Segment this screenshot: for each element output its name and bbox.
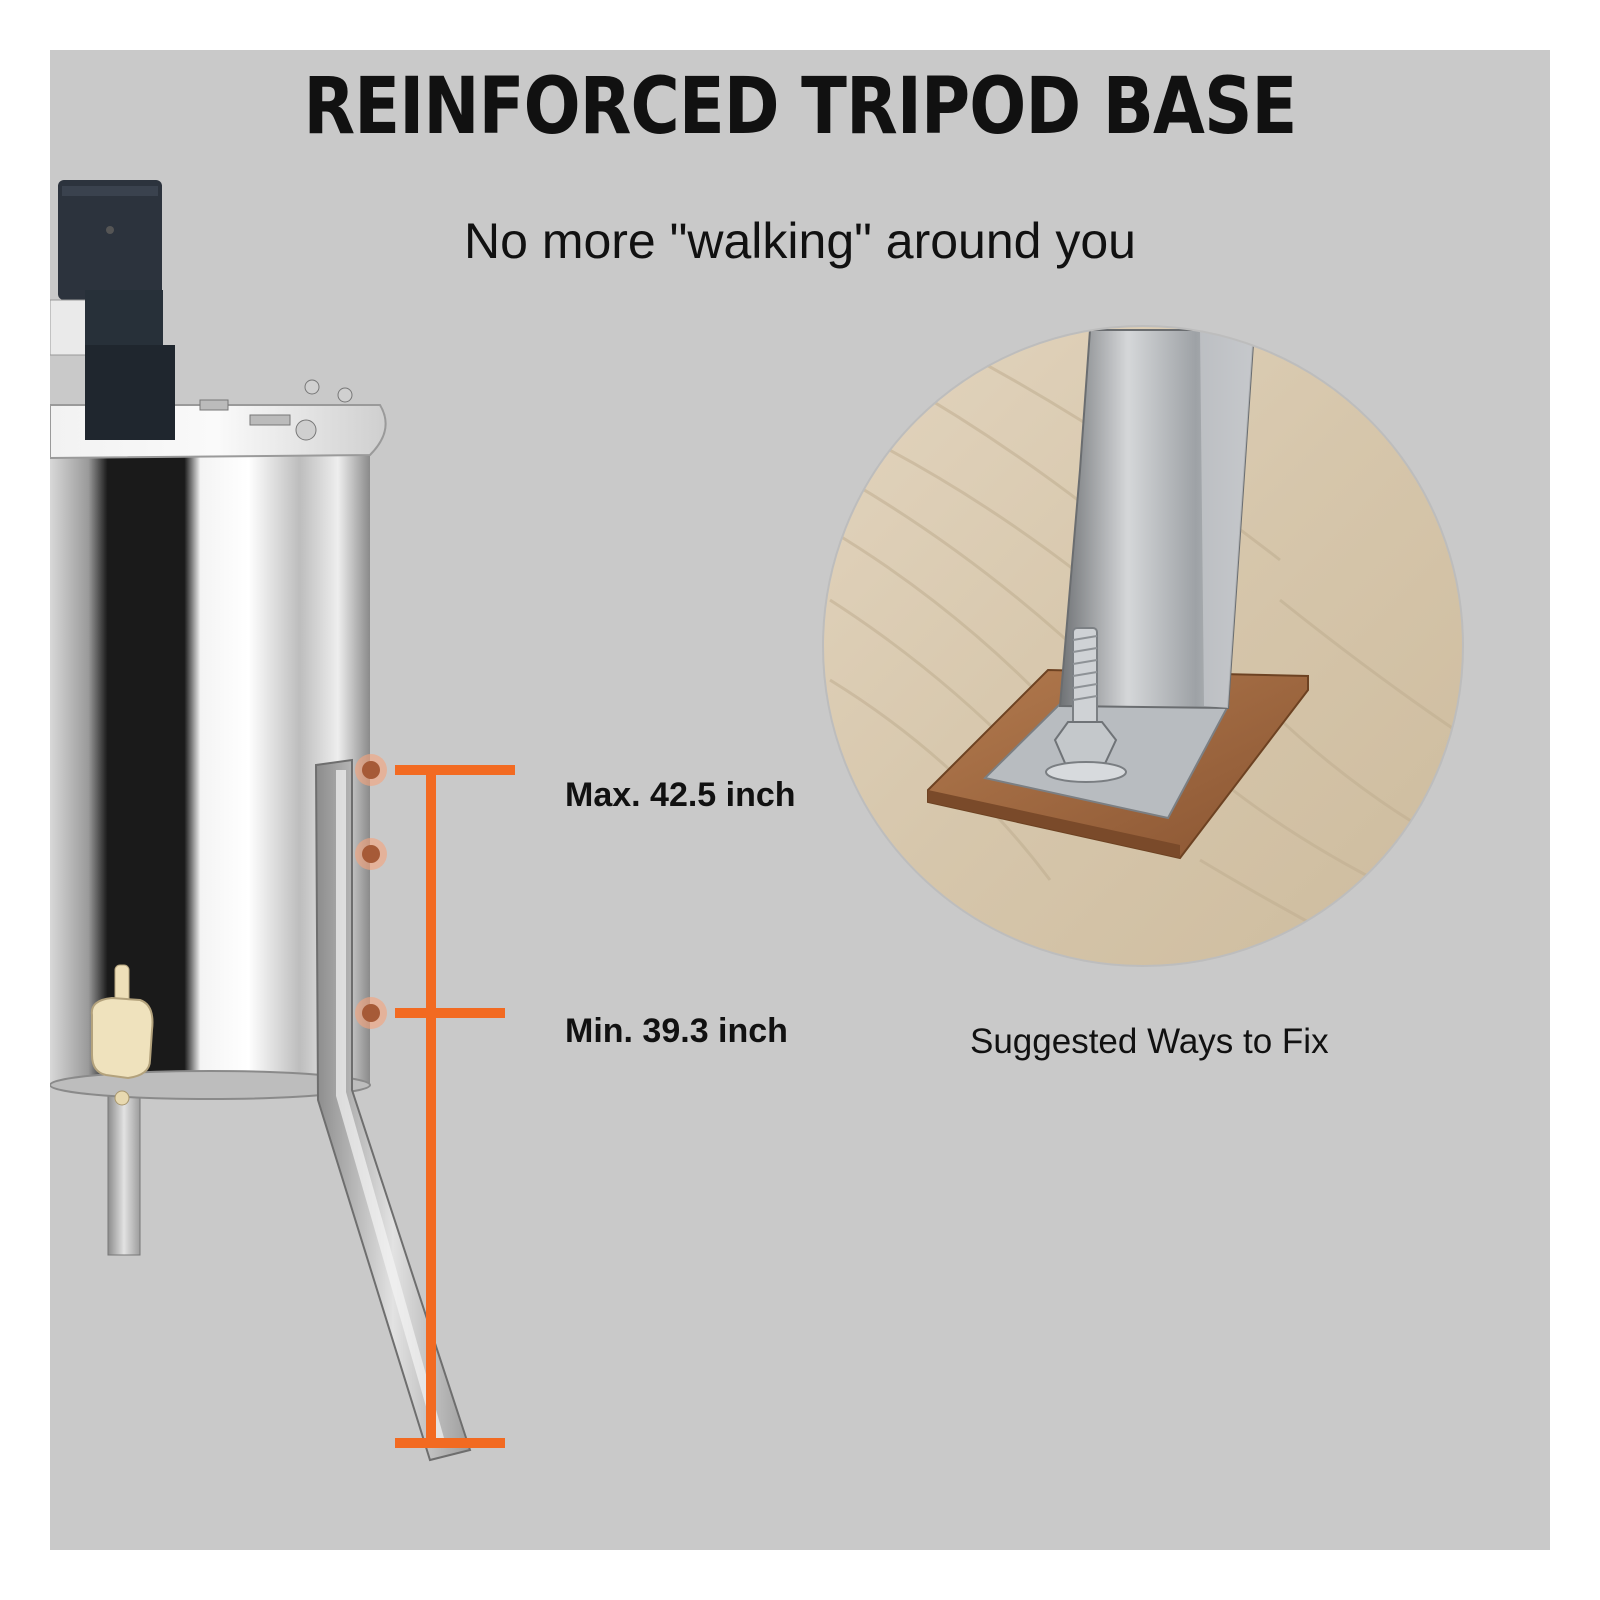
adjustment-hole-mid bbox=[355, 838, 387, 870]
honey-gate bbox=[90, 996, 154, 1080]
detail-caption: Suggested Ways to Fix bbox=[970, 1022, 1329, 1061]
motor-housing bbox=[58, 180, 162, 300]
page-subtitle: No more "walking" around you bbox=[464, 213, 1136, 269]
min-height-label: Min. 39.3 inch bbox=[565, 1012, 788, 1050]
max-height-label: Max. 42.5 inch bbox=[565, 776, 796, 814]
adjustment-hole-max bbox=[355, 754, 387, 786]
height-dimension-marker bbox=[395, 765, 515, 1448]
adjustment-hole-min bbox=[355, 997, 387, 1029]
back-leg bbox=[107, 1084, 141, 1256]
mounting-detail-photo bbox=[823, 326, 1463, 966]
page-title: REINFORCED TRIPOD BASE bbox=[303, 62, 1297, 152]
